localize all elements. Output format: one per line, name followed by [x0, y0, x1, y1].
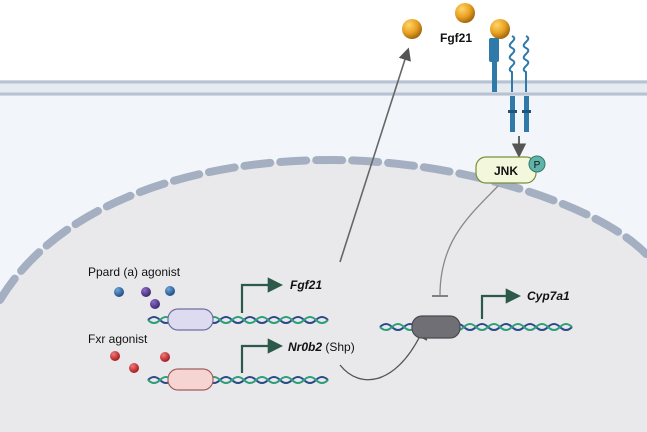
ppard-agonist-molecule-icon	[150, 299, 160, 309]
ppard-agonist-molecule-icon	[114, 287, 124, 297]
fgf21-ligand-icon	[455, 3, 475, 23]
fxr-agonist-molecule-icon	[129, 363, 139, 373]
fxr-agonist-molecule-icon	[160, 352, 170, 362]
phospho-label: P	[534, 160, 541, 171]
fgf-receptor-complex	[489, 19, 531, 132]
nuclear-envelope	[0, 155, 647, 304]
ligand-label: Fgf21	[440, 31, 472, 45]
fxr-response-element	[167, 368, 214, 391]
jnk-kinase: JNK P	[475, 155, 546, 184]
plasma-membrane	[0, 80, 647, 96]
transcription-arrow	[240, 338, 284, 373]
transcription-arrow	[480, 288, 522, 319]
gene-fgf21-label: Fgf21	[290, 278, 322, 292]
gene-cyp7a1-label: Cyp7a1	[527, 289, 570, 303]
agonist-2-label: Fxr agonist	[88, 332, 148, 346]
secretion-arrow	[339, 47, 411, 263]
ppard-agonist-molecule-icon	[141, 287, 151, 297]
ppard-agonist-molecule-icon	[165, 286, 175, 296]
fxr-agonist-molecule-icon	[110, 351, 120, 361]
dna-strand-cyp7a1	[379, 315, 573, 339]
fgf21-ligand-icon	[402, 19, 422, 39]
gene-nr0b2-label: Nr0b2 (Shp)	[288, 340, 355, 354]
jnk-label: JNK	[494, 164, 518, 178]
dna-strand-nr0b2	[147, 368, 329, 391]
bound-fgf21-icon	[490, 19, 510, 39]
dna-strand-fgf21	[147, 308, 329, 331]
phosphate-icon	[528, 155, 546, 173]
ppard-response-element	[167, 308, 214, 331]
agonist-1-label: Ppard (a) agonist	[88, 265, 181, 279]
nucleus	[0, 155, 647, 432]
shp-inhibition-line	[339, 335, 421, 381]
transcription-arrow	[240, 277, 284, 313]
repressed-promoter-element	[411, 315, 461, 339]
inhibition-line	[439, 185, 499, 296]
